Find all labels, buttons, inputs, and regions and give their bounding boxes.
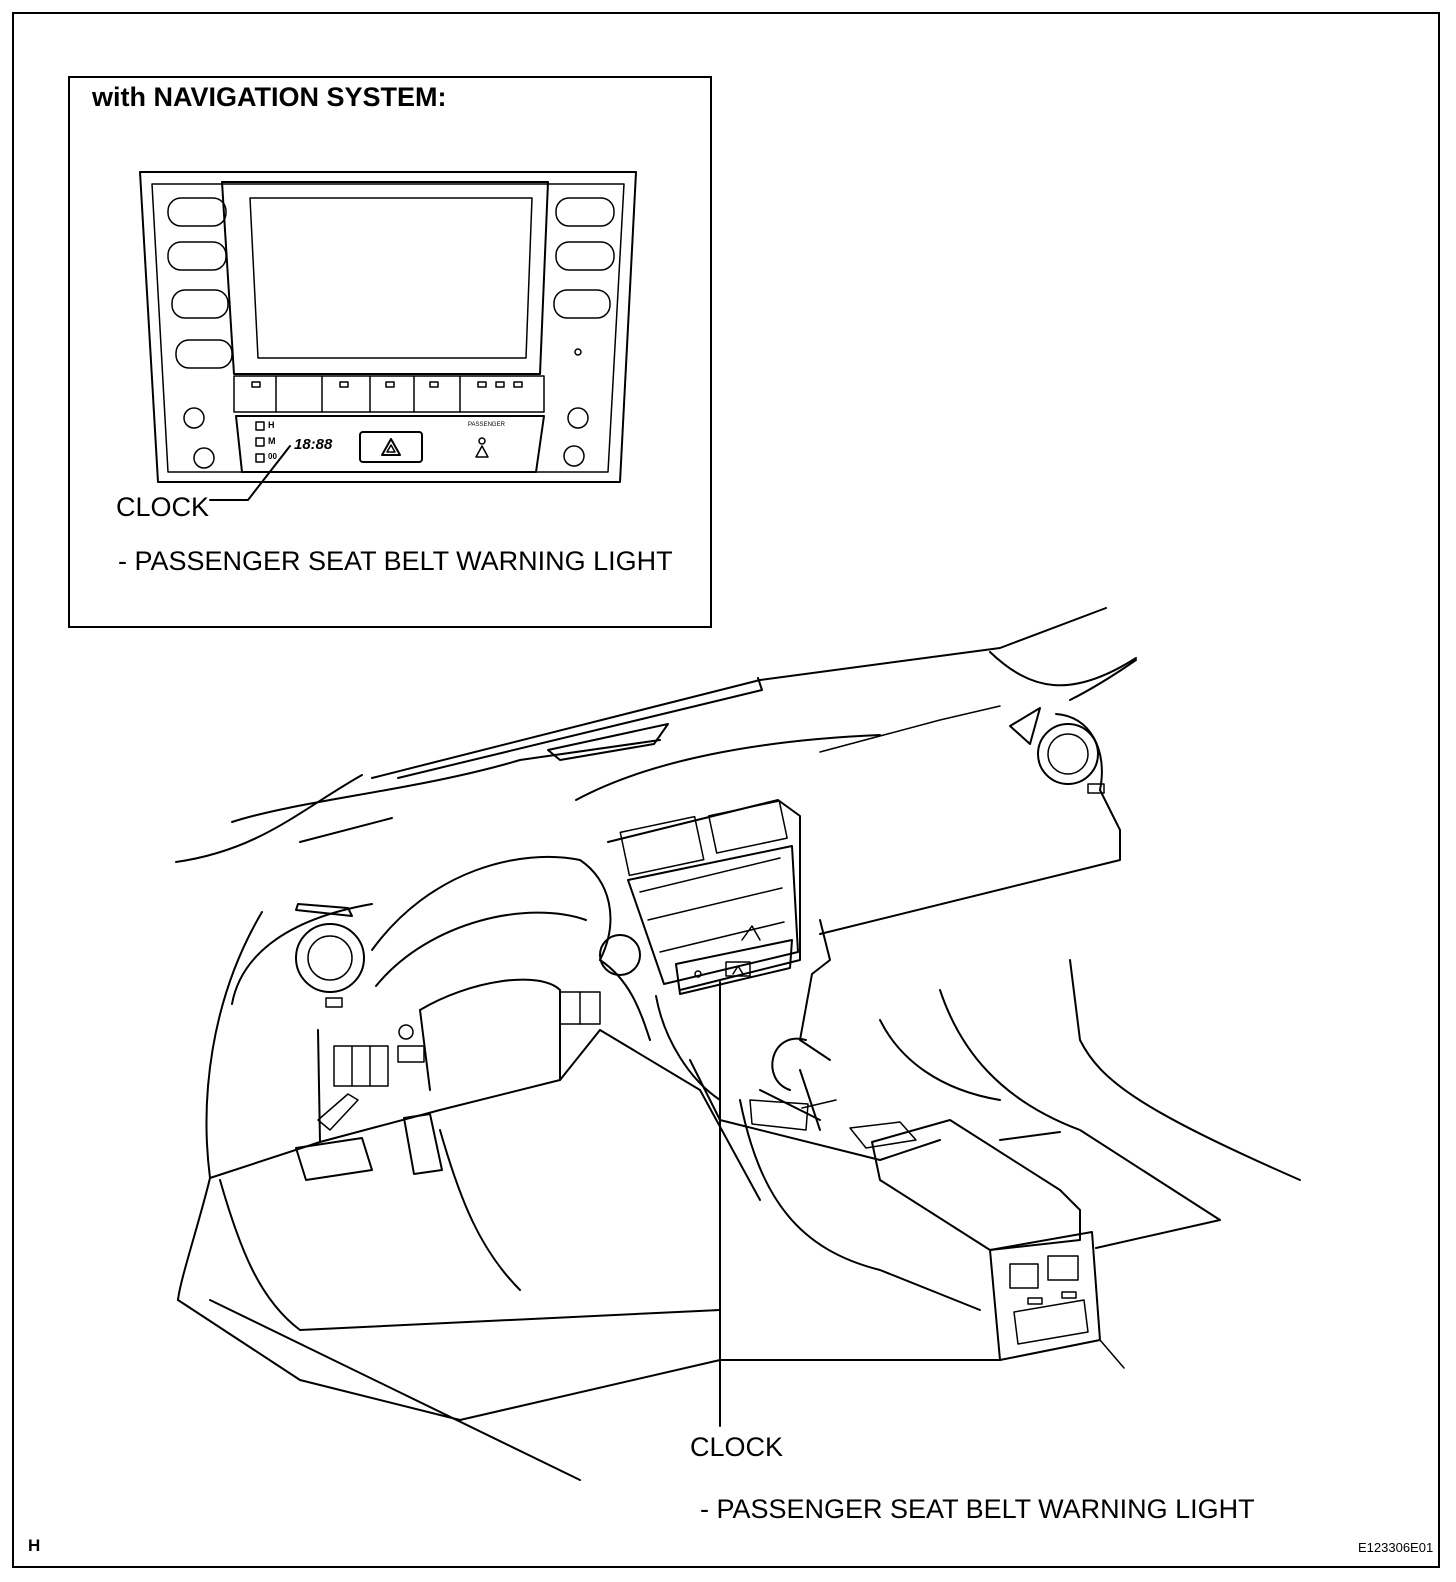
- passenger-seatbelt-label-main: - PASSENGER SEAT BELT WARNING LIGHT: [700, 1494, 1255, 1524]
- inset-title: with NAVIGATION SYSTEM:: [92, 82, 447, 112]
- inset-display-time: 18:88: [294, 436, 333, 453]
- clock-label-main: CLOCK: [690, 1432, 784, 1462]
- corner-letter: H: [28, 1536, 41, 1555]
- clock-leader-inset: [209, 445, 291, 501]
- clock-label-inset: CLOCK: [116, 492, 210, 522]
- indicator-00-label: 00: [268, 452, 277, 461]
- passenger-seatbelt-label-inset: - PASSENGER SEAT BELT WARNING LIGHT: [118, 546, 673, 576]
- passenger-small-label: PASSENGER: [468, 422, 505, 428]
- indicator-h-label: H: [268, 420, 275, 430]
- indicator-m-label: M: [268, 436, 276, 446]
- navigation-inset-frame: [68, 76, 712, 628]
- navigation-console: [139, 171, 637, 483]
- diagram-frame: [12, 12, 1440, 1568]
- figure-code: E123306E01: [1358, 1540, 1434, 1555]
- dashboard-illustration: [175, 607, 1301, 1481]
